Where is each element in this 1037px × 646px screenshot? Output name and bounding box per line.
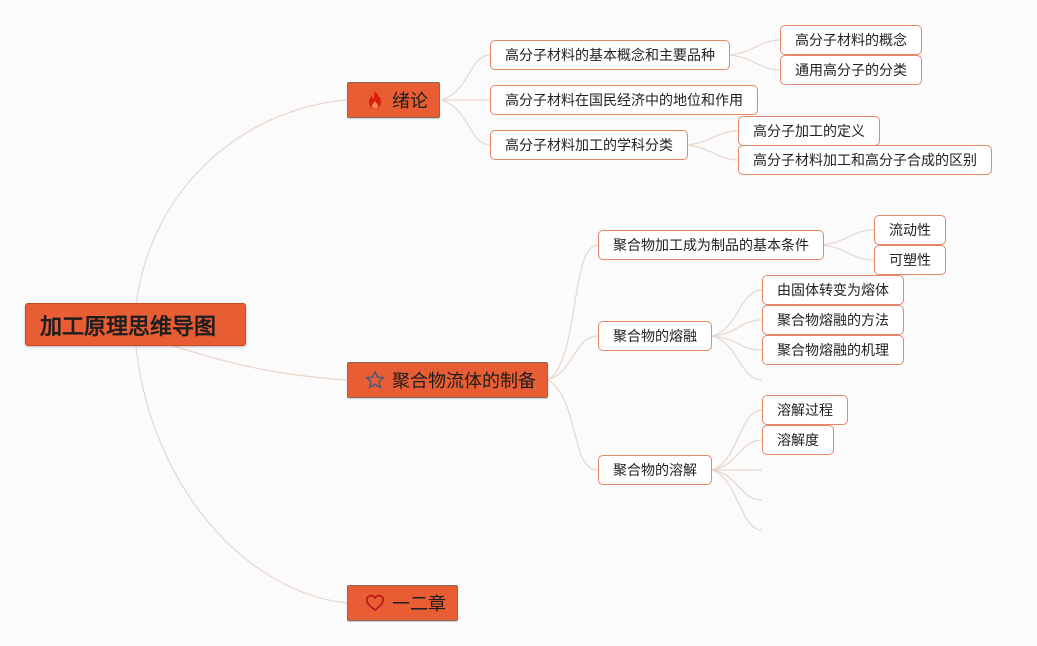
link-intro-1-a: [729, 39, 781, 56]
root-topic[interactable]: 加工原理思维导图: [25, 303, 246, 346]
link-fluid-3-d: [711, 469, 763, 501]
topic-fluid-3-b[interactable]: 溶解度: [762, 425, 834, 455]
topic-fluid-2[interactable]: 聚合物的熔融: [598, 321, 712, 351]
link-fluid-2-b: [711, 319, 763, 337]
topic-fluid-2-c[interactable]: 聚合物熔融的机理: [762, 335, 904, 365]
link-intro-1-b: [729, 54, 781, 71]
branch-fluid[interactable]: 聚合物流体的制备: [347, 362, 548, 398]
topic-intro-2[interactable]: 高分子材料在国民经济中的地位和作用: [490, 85, 758, 115]
link-fluid-3-a: [711, 409, 763, 471]
topic-label: 聚合物熔融的机理: [777, 343, 889, 359]
topic-intro-3-b[interactable]: 高分子材料加工和高分子合成的区别: [738, 145, 992, 175]
topic-label: 聚合物熔融的方法: [777, 313, 889, 329]
branch-fluid-label: 聚合物流体的制备: [392, 371, 536, 392]
topic-label: 流动性: [889, 223, 931, 239]
link-root-fluid: [167, 343, 347, 381]
branch-intro[interactable]: 绪论: [347, 82, 440, 118]
topic-label: 高分子加工的定义: [753, 124, 865, 140]
topic-label: 高分子材料加工的学科分类: [505, 138, 673, 154]
link-fluid-2-a: [711, 289, 763, 337]
link-root-intro: [135, 99, 347, 307]
topic-label: 溶解过程: [777, 403, 833, 419]
branch-chapter[interactable]: 一二章: [347, 585, 458, 621]
topic-label: 聚合物的熔融: [613, 329, 697, 345]
topic-fluid-1-a[interactable]: 流动性: [874, 215, 946, 245]
topic-label: 高分子材料的概念: [795, 33, 907, 49]
topic-label: 高分子材料在国民经济中的地位和作用: [505, 93, 743, 109]
topic-fluid-1[interactable]: 聚合物加工成为制品的基本条件: [598, 230, 824, 260]
topic-fluid-3-a[interactable]: 溶解过程: [762, 395, 848, 425]
root-topic-label: 加工原理思维导图: [40, 314, 217, 340]
heart-icon: [364, 592, 386, 614]
topic-label: 由固体转变为熔体: [777, 283, 889, 299]
link-root-chapter: [135, 345, 347, 604]
topic-label: 通用高分子的分类: [795, 63, 907, 79]
topic-intro-3-a[interactable]: 高分子加工的定义: [738, 116, 880, 146]
topic-fluid-1-b[interactable]: 可塑性: [874, 245, 946, 275]
topic-intro-1[interactable]: 高分子材料的基本概念和主要品种: [490, 40, 730, 70]
link-fluid-3-b: [711, 439, 763, 471]
link-fluid-2-d: [711, 335, 763, 381]
link-fluid-2: [547, 335, 599, 381]
link-intro-3: [441, 99, 491, 146]
topic-label: 溶解度: [777, 433, 819, 449]
topic-label: 高分子材料的基本概念和主要品种: [505, 48, 715, 64]
topic-fluid-2-b[interactable]: 聚合物熔融的方法: [762, 305, 904, 335]
topic-fluid-3[interactable]: 聚合物的溶解: [598, 455, 712, 485]
topic-label: 高分子材料加工和高分子合成的区别: [753, 153, 977, 169]
link-fluid-1-a: [821, 229, 875, 246]
link-fluid-3: [547, 379, 599, 471]
topic-fluid-2-a[interactable]: 由固体转变为熔体: [762, 275, 904, 305]
fire-icon: [364, 89, 386, 111]
link-intro-1: [441, 54, 491, 101]
topic-intro-3[interactable]: 高分子材料加工的学科分类: [490, 130, 688, 160]
link-fluid-1-b: [821, 244, 875, 261]
link-intro-3-a: [687, 130, 739, 146]
topic-intro-1-b[interactable]: 通用高分子的分类: [780, 55, 922, 85]
topic-label: 聚合物加工成为制品的基本条件: [613, 238, 809, 254]
topic-label: 聚合物的溶解: [613, 463, 697, 479]
link-fluid-2-c: [711, 335, 763, 351]
link-fluid-3-e: [711, 469, 763, 531]
branch-chapter-label: 一二章: [392, 594, 446, 615]
star-icon: [364, 369, 386, 391]
link-fluid-1: [547, 244, 599, 381]
topic-intro-1-a[interactable]: 高分子材料的概念: [780, 25, 922, 55]
link-intro-3-b: [687, 144, 739, 161]
branch-intro-label: 绪论: [392, 91, 428, 112]
topic-label: 可塑性: [889, 253, 931, 269]
